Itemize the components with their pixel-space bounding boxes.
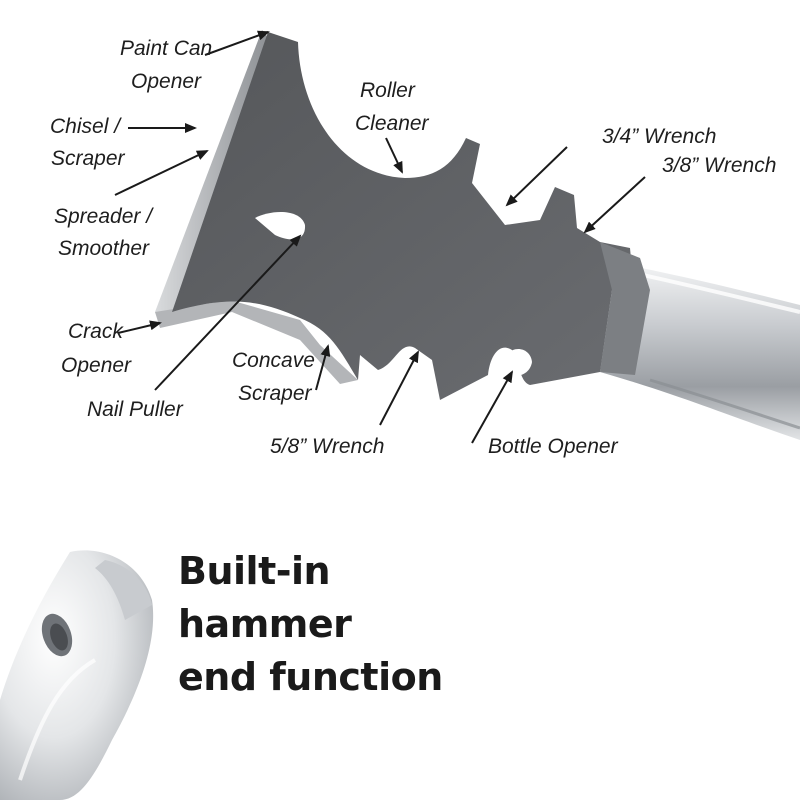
label-spreader-smoother-2: Smoother xyxy=(58,237,150,260)
label-paint-can-opener-1: Paint Can xyxy=(120,37,212,60)
blade-edge xyxy=(155,30,270,318)
nail-puller-slot xyxy=(255,212,306,240)
hammer-end-image xyxy=(0,550,154,800)
pointer-arrows xyxy=(114,30,646,444)
arrow-paint-can-opener xyxy=(204,30,270,56)
hammer-caption: Built-in hammer end function xyxy=(178,545,443,704)
label-crack-opener-2: Opener xyxy=(61,354,132,377)
hammer-caption-line-1: Built-in xyxy=(178,549,331,593)
arrow-roller-cleaner xyxy=(385,137,403,174)
arrow-wrench-3-8 xyxy=(583,176,646,234)
arrow-wrench-3-4 xyxy=(505,146,568,207)
label-concave-scraper-2: Scraper xyxy=(238,382,313,405)
arrow-concave-scraper xyxy=(315,344,331,391)
arrow-bottle-opener xyxy=(471,370,513,444)
arrow-spreader-smoother xyxy=(114,150,209,196)
label-chisel-scraper-1: Chisel / xyxy=(50,115,122,138)
label-wrench-5-8: 5/8” Wrench xyxy=(270,435,384,458)
label-concave-scraper-1: Concave xyxy=(232,349,315,372)
function-labels: Paint Can Opener Chisel / Scraper Spread… xyxy=(50,37,776,458)
label-roller-cleaner-1: Roller xyxy=(360,79,416,102)
bottle-opener-hole xyxy=(505,348,532,376)
arrow-nail-puller xyxy=(154,234,302,391)
blade-neck xyxy=(600,242,650,375)
label-bottle-opener: Bottle Opener xyxy=(488,435,619,458)
label-wrench-3-8: 3/8” Wrench xyxy=(662,154,776,177)
label-nail-puller: Nail Puller xyxy=(87,398,184,421)
label-spreader-smoother-1: Spreader / xyxy=(54,205,154,228)
arrow-wrench-5-8 xyxy=(379,350,419,426)
label-crack-opener-1: Crack xyxy=(68,320,124,343)
blade xyxy=(172,32,632,400)
label-paint-can-opener-2: Opener xyxy=(131,70,202,93)
arrow-crack-opener xyxy=(117,320,162,334)
label-roller-cleaner-2: Cleaner xyxy=(355,112,430,135)
hammer-caption-line-2: hammer xyxy=(178,602,352,646)
label-wrench-3-4: 3/4” Wrench xyxy=(602,125,716,148)
hammer-caption-line-3: end function xyxy=(178,655,443,699)
blade-bottom-bevel xyxy=(155,300,358,384)
label-chisel-scraper-2: Scraper xyxy=(51,147,126,170)
